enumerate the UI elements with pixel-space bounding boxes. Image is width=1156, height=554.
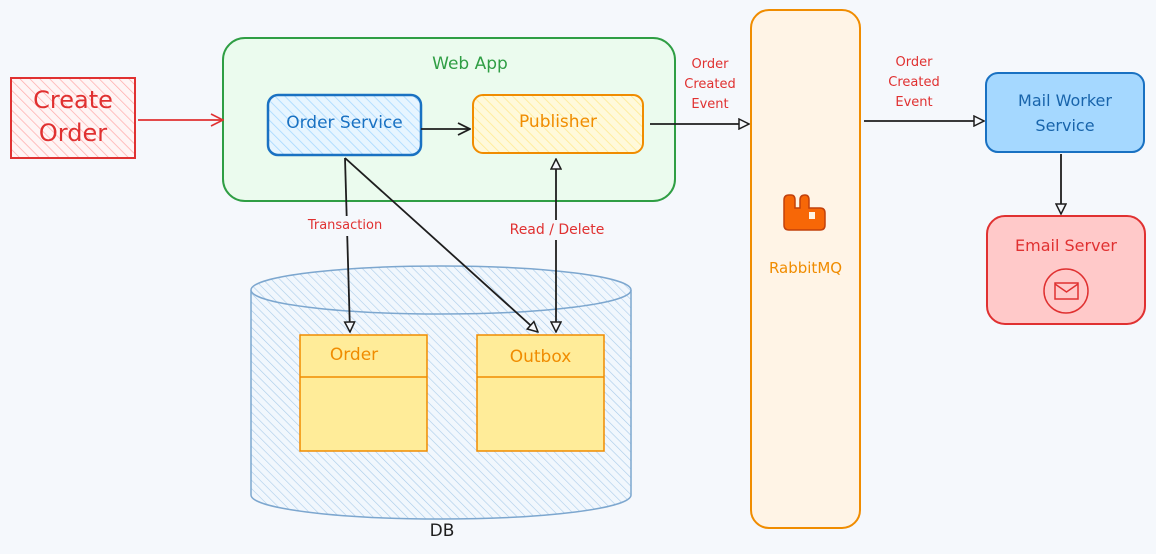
order-table [299,334,428,452]
arrow-transaction-to-order [345,157,350,332]
order-table-label: Order [329,345,379,365]
transaction-label: Transaction [307,218,383,233]
publisher-event-line2: Created [684,77,736,92]
transaction-label-bg [296,216,394,236]
mail-event-line3: Event [895,95,933,110]
publisher-event-label: Order Created Event [672,55,748,115]
publisher-box [472,94,644,154]
order-service-label: Order Service [286,113,403,133]
create-order-label-line1: Create [33,86,113,114]
create-order-box [10,77,136,159]
mail-worker-label-line2: Service [1035,116,1095,135]
outbox-table-label: Outbox [509,347,572,367]
rabbitmq-label: RabbitMQ [768,259,843,277]
mail-event-line2: Created [888,75,940,90]
db-label: DB [429,521,455,541]
mail-worker-label: Mail Worker Service [986,88,1144,138]
read-delete-label-bg [498,220,616,240]
publisher-event-line3: Event [691,97,729,112]
outbox-table [476,334,605,452]
mail-event-line1: Order [895,55,933,70]
mail-worker-box [985,72,1145,153]
email-server-label: Email Server [1015,236,1117,255]
read-delete-label: Read / Delete [509,222,605,238]
publisher-event-line1: Order [691,57,729,72]
publisher-label: Publisher [518,112,598,132]
rabbitmq-logo-icon [783,194,826,231]
order-service-box [266,93,423,157]
mail-worker-label-line1: Mail Worker [1018,91,1112,110]
create-order-label-line2: Order [38,119,108,147]
web-app-label: Web App [432,54,508,74]
arrow-service-to-outbox [344,157,538,332]
mail-icon [1043,268,1089,314]
rabbitmq-box [750,9,861,529]
mail-event-label: Order Created Event [876,53,952,113]
create-order-label: Create Order [11,84,135,150]
